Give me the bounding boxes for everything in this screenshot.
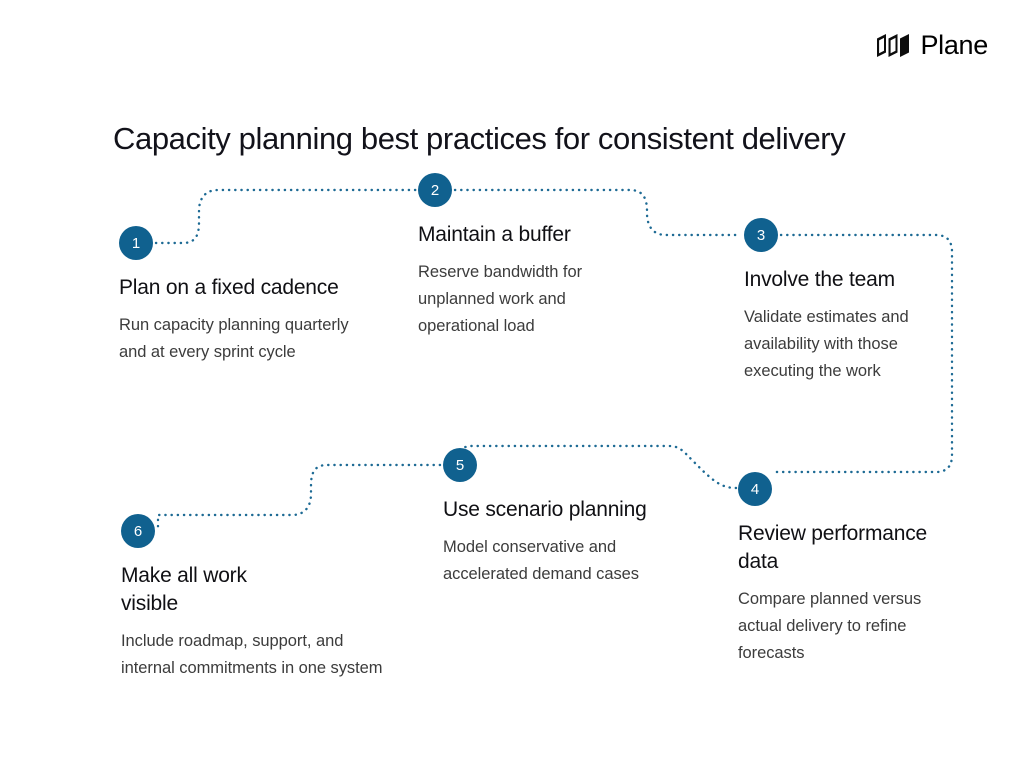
step-2-number-badge: 2 [418,173,452,207]
step-3: 3 Involve the team Validate estimates an… [744,218,959,384]
step-6: 6 Make all work visible Include roadmap,… [121,514,396,682]
plane-parallelogram-logo-icon [877,34,911,57]
step-5-heading: Use scenario planning [443,498,647,521]
step-6-description: Include roadmap, support, and internal c… [121,632,383,677]
step-4: 4 Review performance data Compare planne… [738,472,963,666]
step-6-heading: Make all work visible [121,564,247,616]
brand-logo: Plane [877,32,988,59]
page-title: Capacity planning best practices for con… [113,120,846,156]
step-6-number-badge: 6 [121,514,155,548]
step-2-heading: Maintain a buffer [418,223,571,246]
step-1-heading: Plan on a fixed cadence [119,276,339,299]
step-1-description: Run capacity planning quarterly and at e… [119,316,349,361]
step-5: 5 Use scenario planning Model conservati… [443,448,673,588]
step-2: 2 Maintain a buffer Reserve bandwidth fo… [418,173,643,339]
step-4-number-badge: 4 [738,472,772,506]
step-4-description: Compare planned versus actual delivery t… [738,590,922,662]
step-5-number-badge: 5 [443,448,477,482]
step-3-heading: Involve the team [744,268,895,291]
step-3-number-badge: 3 [744,218,778,252]
step-5-description: Model conservative and accelerated deman… [443,538,640,583]
step-3-description: Validate estimates and availability with… [744,308,909,380]
step-1: 1 Plan on a fixed cadence Run capacity p… [119,226,349,366]
brand-wordmark: Plane [920,30,988,60]
step-2-description: Reserve bandwidth for unplanned work and… [418,263,583,335]
step-4-heading: Review performance data [738,522,927,574]
step-1-number-badge: 1 [119,226,153,260]
